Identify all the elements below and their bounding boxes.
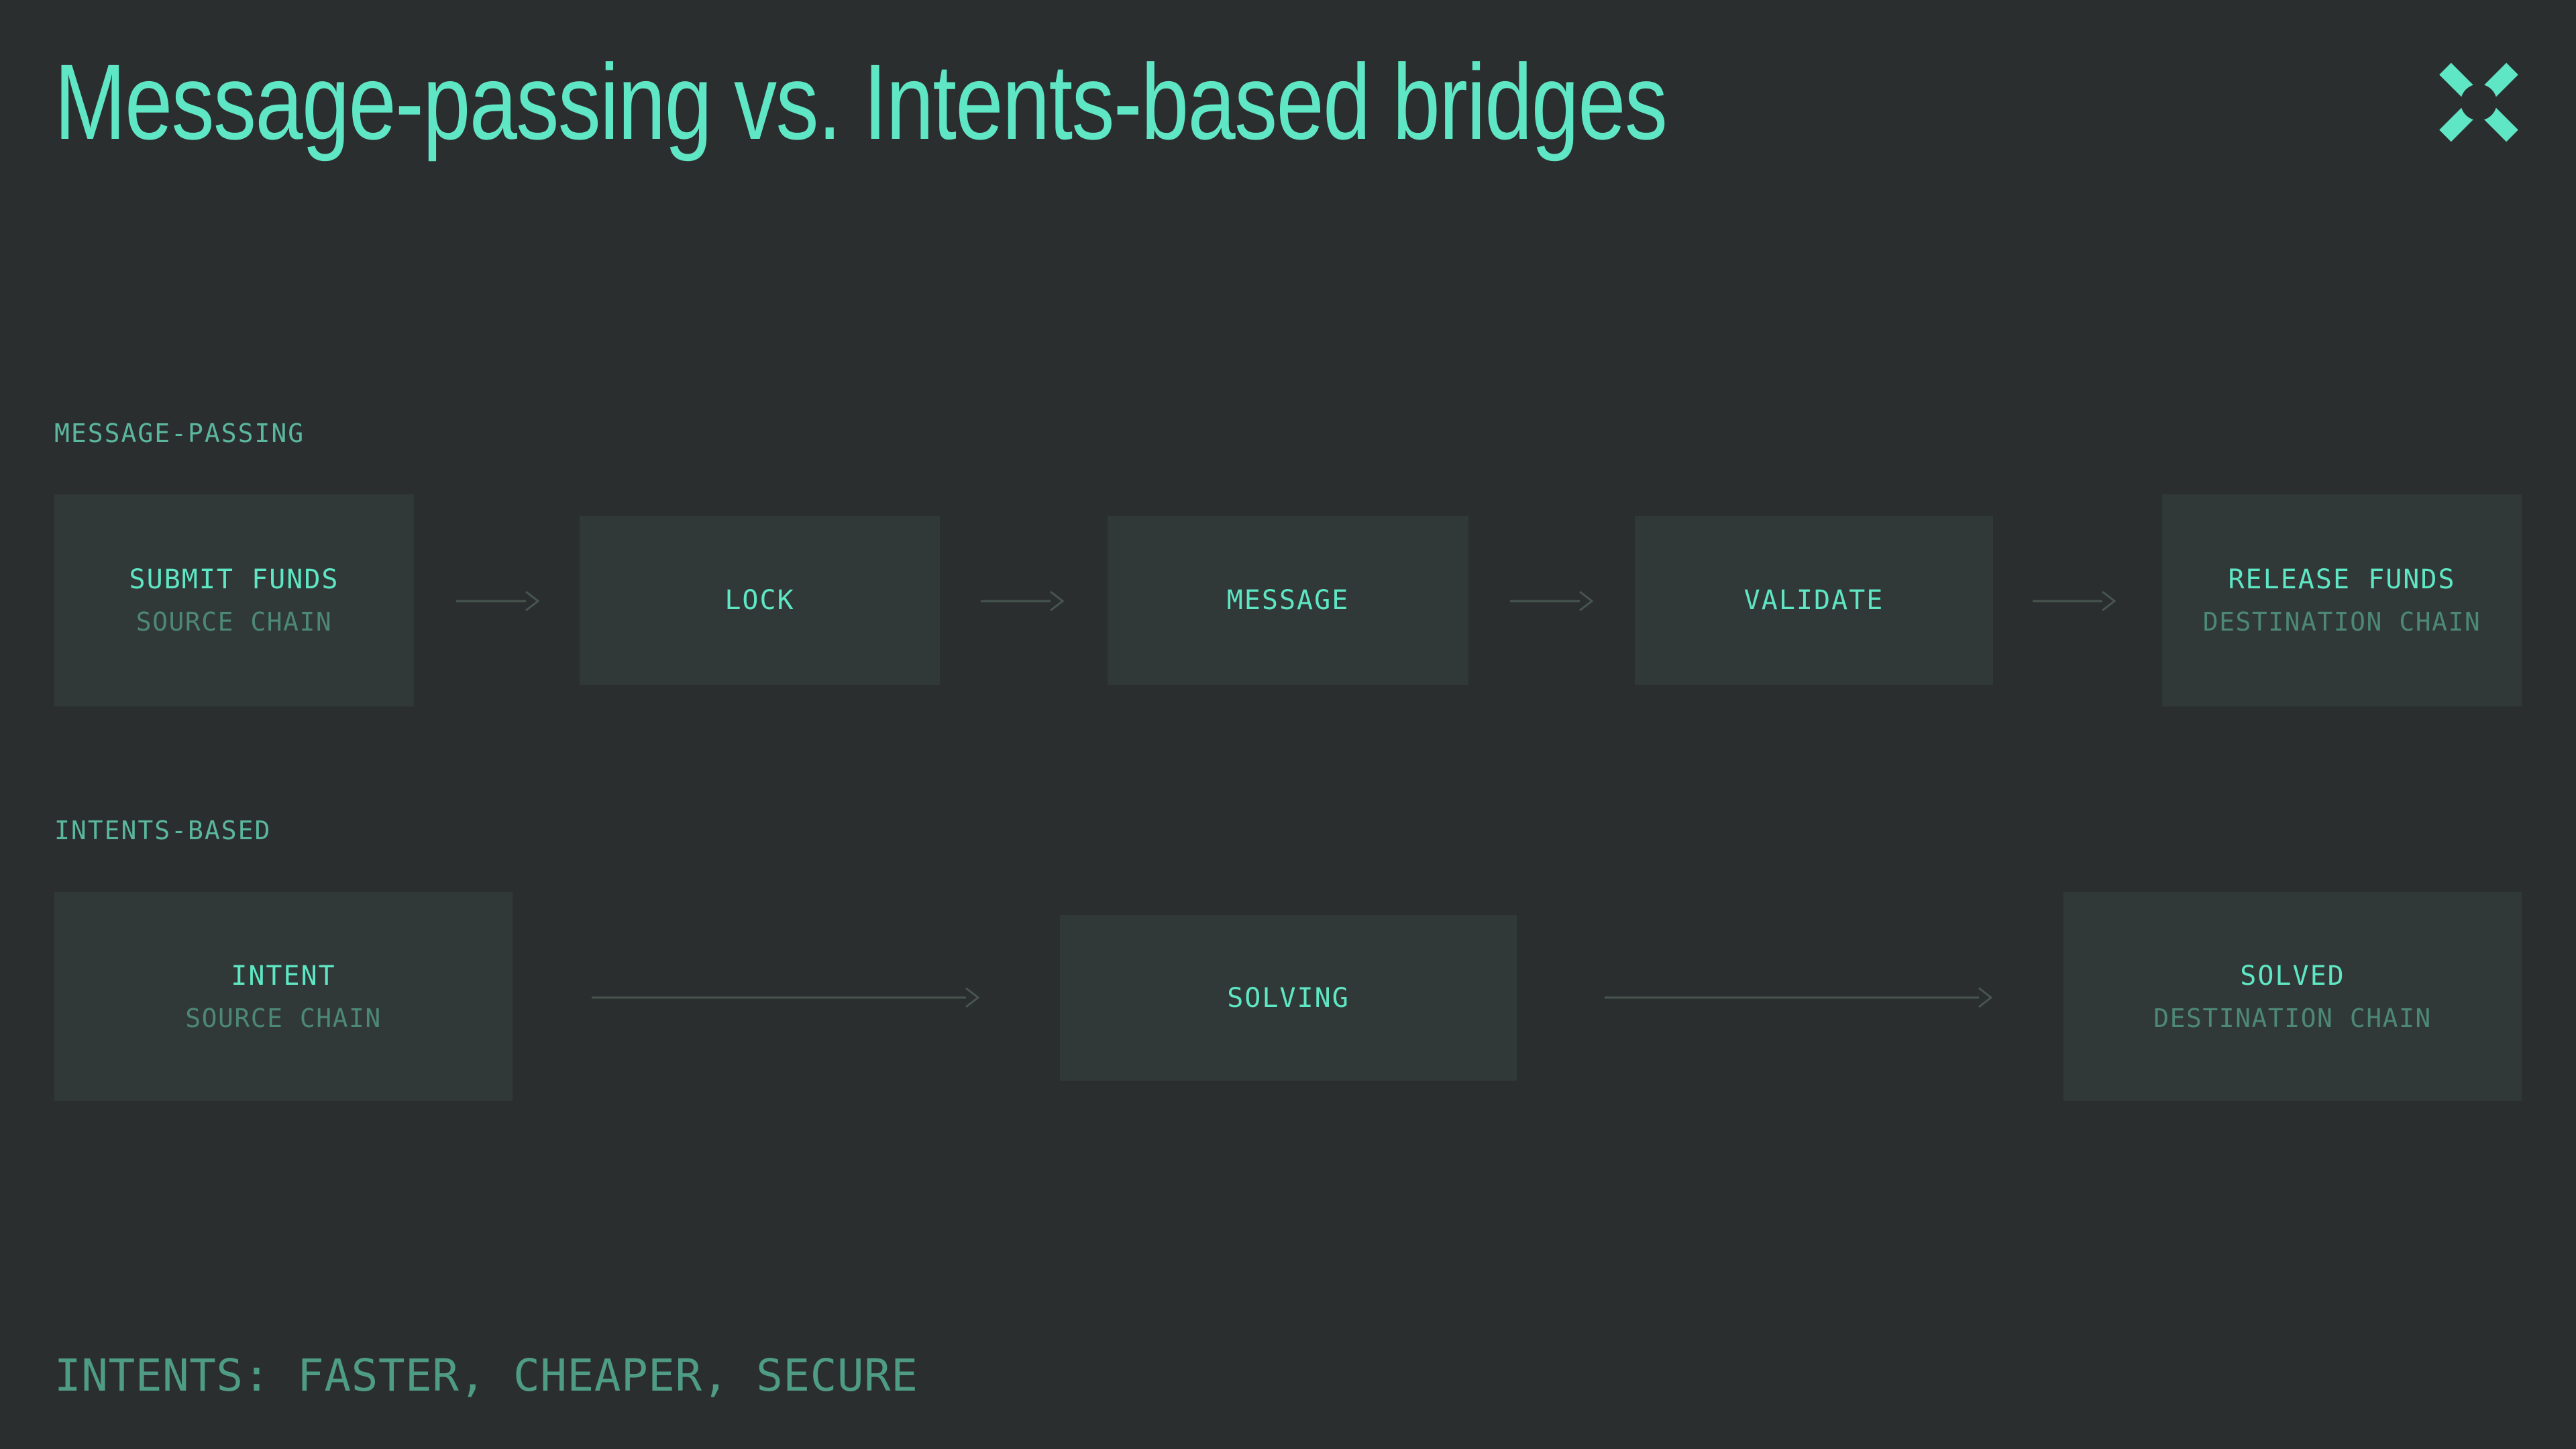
flow-arrow xyxy=(2033,590,2116,612)
flow-arrow xyxy=(1605,987,1993,1008)
tagline: INTENTS: FASTER, CHEAPER, SECURE xyxy=(54,1350,918,1401)
section-label-message-passing: MESSAGE-PASSING xyxy=(54,419,305,448)
logo-center-gap xyxy=(2461,84,2497,121)
node-intent: INTENT SOURCE CHAIN xyxy=(54,892,513,1101)
flow-arrow xyxy=(592,987,980,1008)
node-solved: SOLVED DESTINATION CHAIN xyxy=(2063,892,2522,1101)
page-title: Message-passing vs. Intents-based bridge… xyxy=(54,42,1668,162)
node-title: LOCK xyxy=(724,585,795,616)
node-title: SOLVING xyxy=(1227,982,1350,1014)
node-submit-funds: SUBMIT FUNDS SOURCE CHAIN xyxy=(54,494,414,706)
node-subtitle: DESTINATION CHAIN xyxy=(2202,607,2481,637)
flow-arrow xyxy=(1510,590,1594,612)
node-subtitle: DESTINATION CHAIN xyxy=(2153,1003,2432,1033)
flow-arrow xyxy=(456,590,540,612)
node-subtitle: SOURCE CHAIN xyxy=(136,607,333,637)
node-solving: SOLVING xyxy=(1060,915,1517,1081)
node-release-funds: RELEASE FUNDS DESTINATION CHAIN xyxy=(2162,494,2522,706)
x-mark-logo-icon xyxy=(2439,62,2518,142)
node-subtitle: SOURCE CHAIN xyxy=(185,1003,382,1033)
node-title: SOLVED xyxy=(2240,960,2345,991)
node-title: VALIDATE xyxy=(1743,585,1884,616)
section-label-intents-based: INTENTS-BASED xyxy=(54,816,272,845)
node-message: MESSAGE xyxy=(1108,516,1468,685)
flow-arrow xyxy=(981,590,1065,612)
node-title: SUBMIT FUNDS xyxy=(129,564,339,595)
node-lock: LOCK xyxy=(580,516,940,685)
node-validate: VALIDATE xyxy=(1635,516,1993,685)
node-title: INTENT xyxy=(231,960,336,991)
node-title: RELEASE FUNDS xyxy=(2228,564,2456,595)
node-title: MESSAGE xyxy=(1226,585,1350,616)
